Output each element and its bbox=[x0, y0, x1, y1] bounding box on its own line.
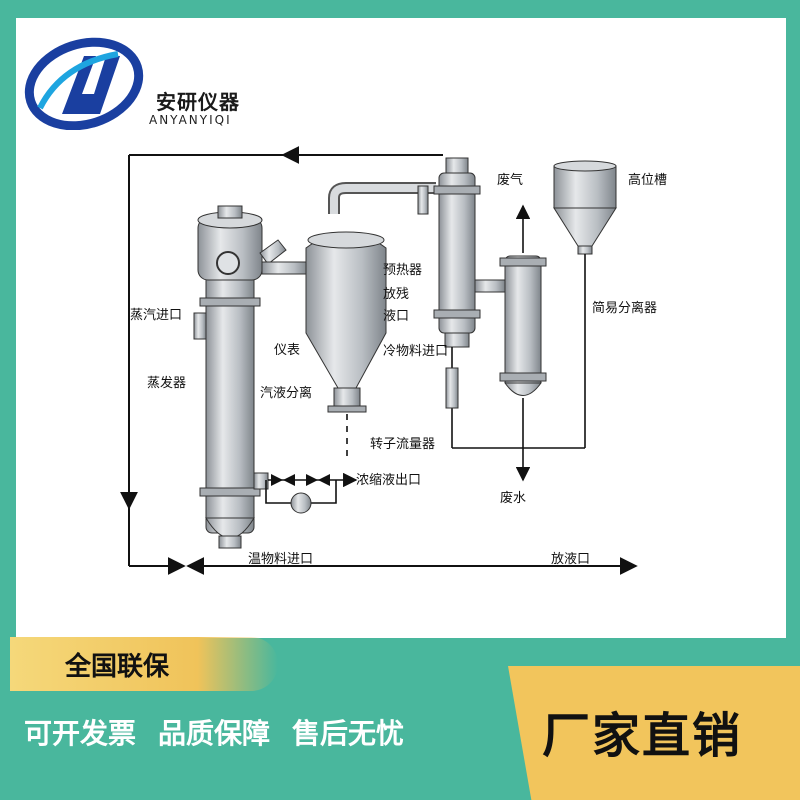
return-loop-line bbox=[120, 146, 443, 566]
rotameter bbox=[445, 367, 459, 409]
label-rotameter: 转子流量器 bbox=[370, 437, 435, 452]
simple-separator bbox=[499, 255, 547, 396]
label-high-tank: 高位槽 bbox=[628, 172, 667, 188]
promise-list: 可开发票 品质保障 售后无忧 bbox=[0, 712, 520, 752]
vapor-liquid-separator bbox=[305, 182, 436, 413]
label-residue-outlet-1: 放残 bbox=[383, 287, 409, 302]
label-warm-feed-inlet: 温物料进口 bbox=[248, 552, 313, 567]
label-vapor-liquid-separator: 汽液分离 bbox=[260, 385, 312, 401]
evaporator-column bbox=[193, 205, 269, 549]
label-concentrate-outlet: 浓缩液出口 bbox=[356, 472, 421, 488]
preheater bbox=[433, 157, 506, 348]
promise-invoice: 可开发票 bbox=[24, 717, 137, 750]
label-evaporator: 蒸发器 bbox=[147, 375, 186, 391]
label-drain-outlet: 放液口 bbox=[551, 552, 590, 567]
vapor-pipe bbox=[259, 239, 309, 275]
label-steam-inlet: 蒸汽进口 bbox=[130, 308, 182, 323]
label-preheater: 预热器 bbox=[383, 263, 422, 278]
promise-quality: 品质保障 bbox=[158, 717, 271, 750]
label-exhaust-gas: 废气 bbox=[497, 172, 523, 188]
evaporator-process-diagram: 高位槽 废气 预热器 放残 液口 简易分离器 蒸汽进口 仪表 冷物料进口 蒸发器… bbox=[120, 146, 667, 575]
label-cold-feed-inlet: 冷物料进口 bbox=[383, 344, 448, 359]
brand-logo-icon bbox=[24, 37, 144, 130]
promise-after-sales: 售后无忧 bbox=[292, 717, 405, 750]
diagram-card: 安研仪器 ANYANYIQI bbox=[16, 18, 786, 638]
process-lines bbox=[268, 204, 586, 488]
factory-direct-text: 厂家直销 bbox=[542, 708, 743, 764]
label-residue-outlet-2: 液口 bbox=[383, 309, 409, 324]
label-simple-separator: 简易分离器 bbox=[592, 300, 657, 316]
label-instrument: 仪表 bbox=[274, 343, 300, 358]
pump-icon bbox=[265, 480, 337, 514]
outlet-valves bbox=[271, 474, 330, 486]
guarantee-text: 全国联保 bbox=[65, 652, 170, 682]
high-level-tank bbox=[553, 160, 617, 255]
brand-name: 安研仪器 bbox=[156, 90, 240, 114]
label-waste-water: 废水 bbox=[500, 490, 526, 506]
factory-direct-banner: 厂家直销 bbox=[508, 666, 800, 800]
brand-pinyin: ANYANYIQI bbox=[149, 113, 232, 127]
guarantee-banner: 全国联保 bbox=[10, 637, 278, 691]
